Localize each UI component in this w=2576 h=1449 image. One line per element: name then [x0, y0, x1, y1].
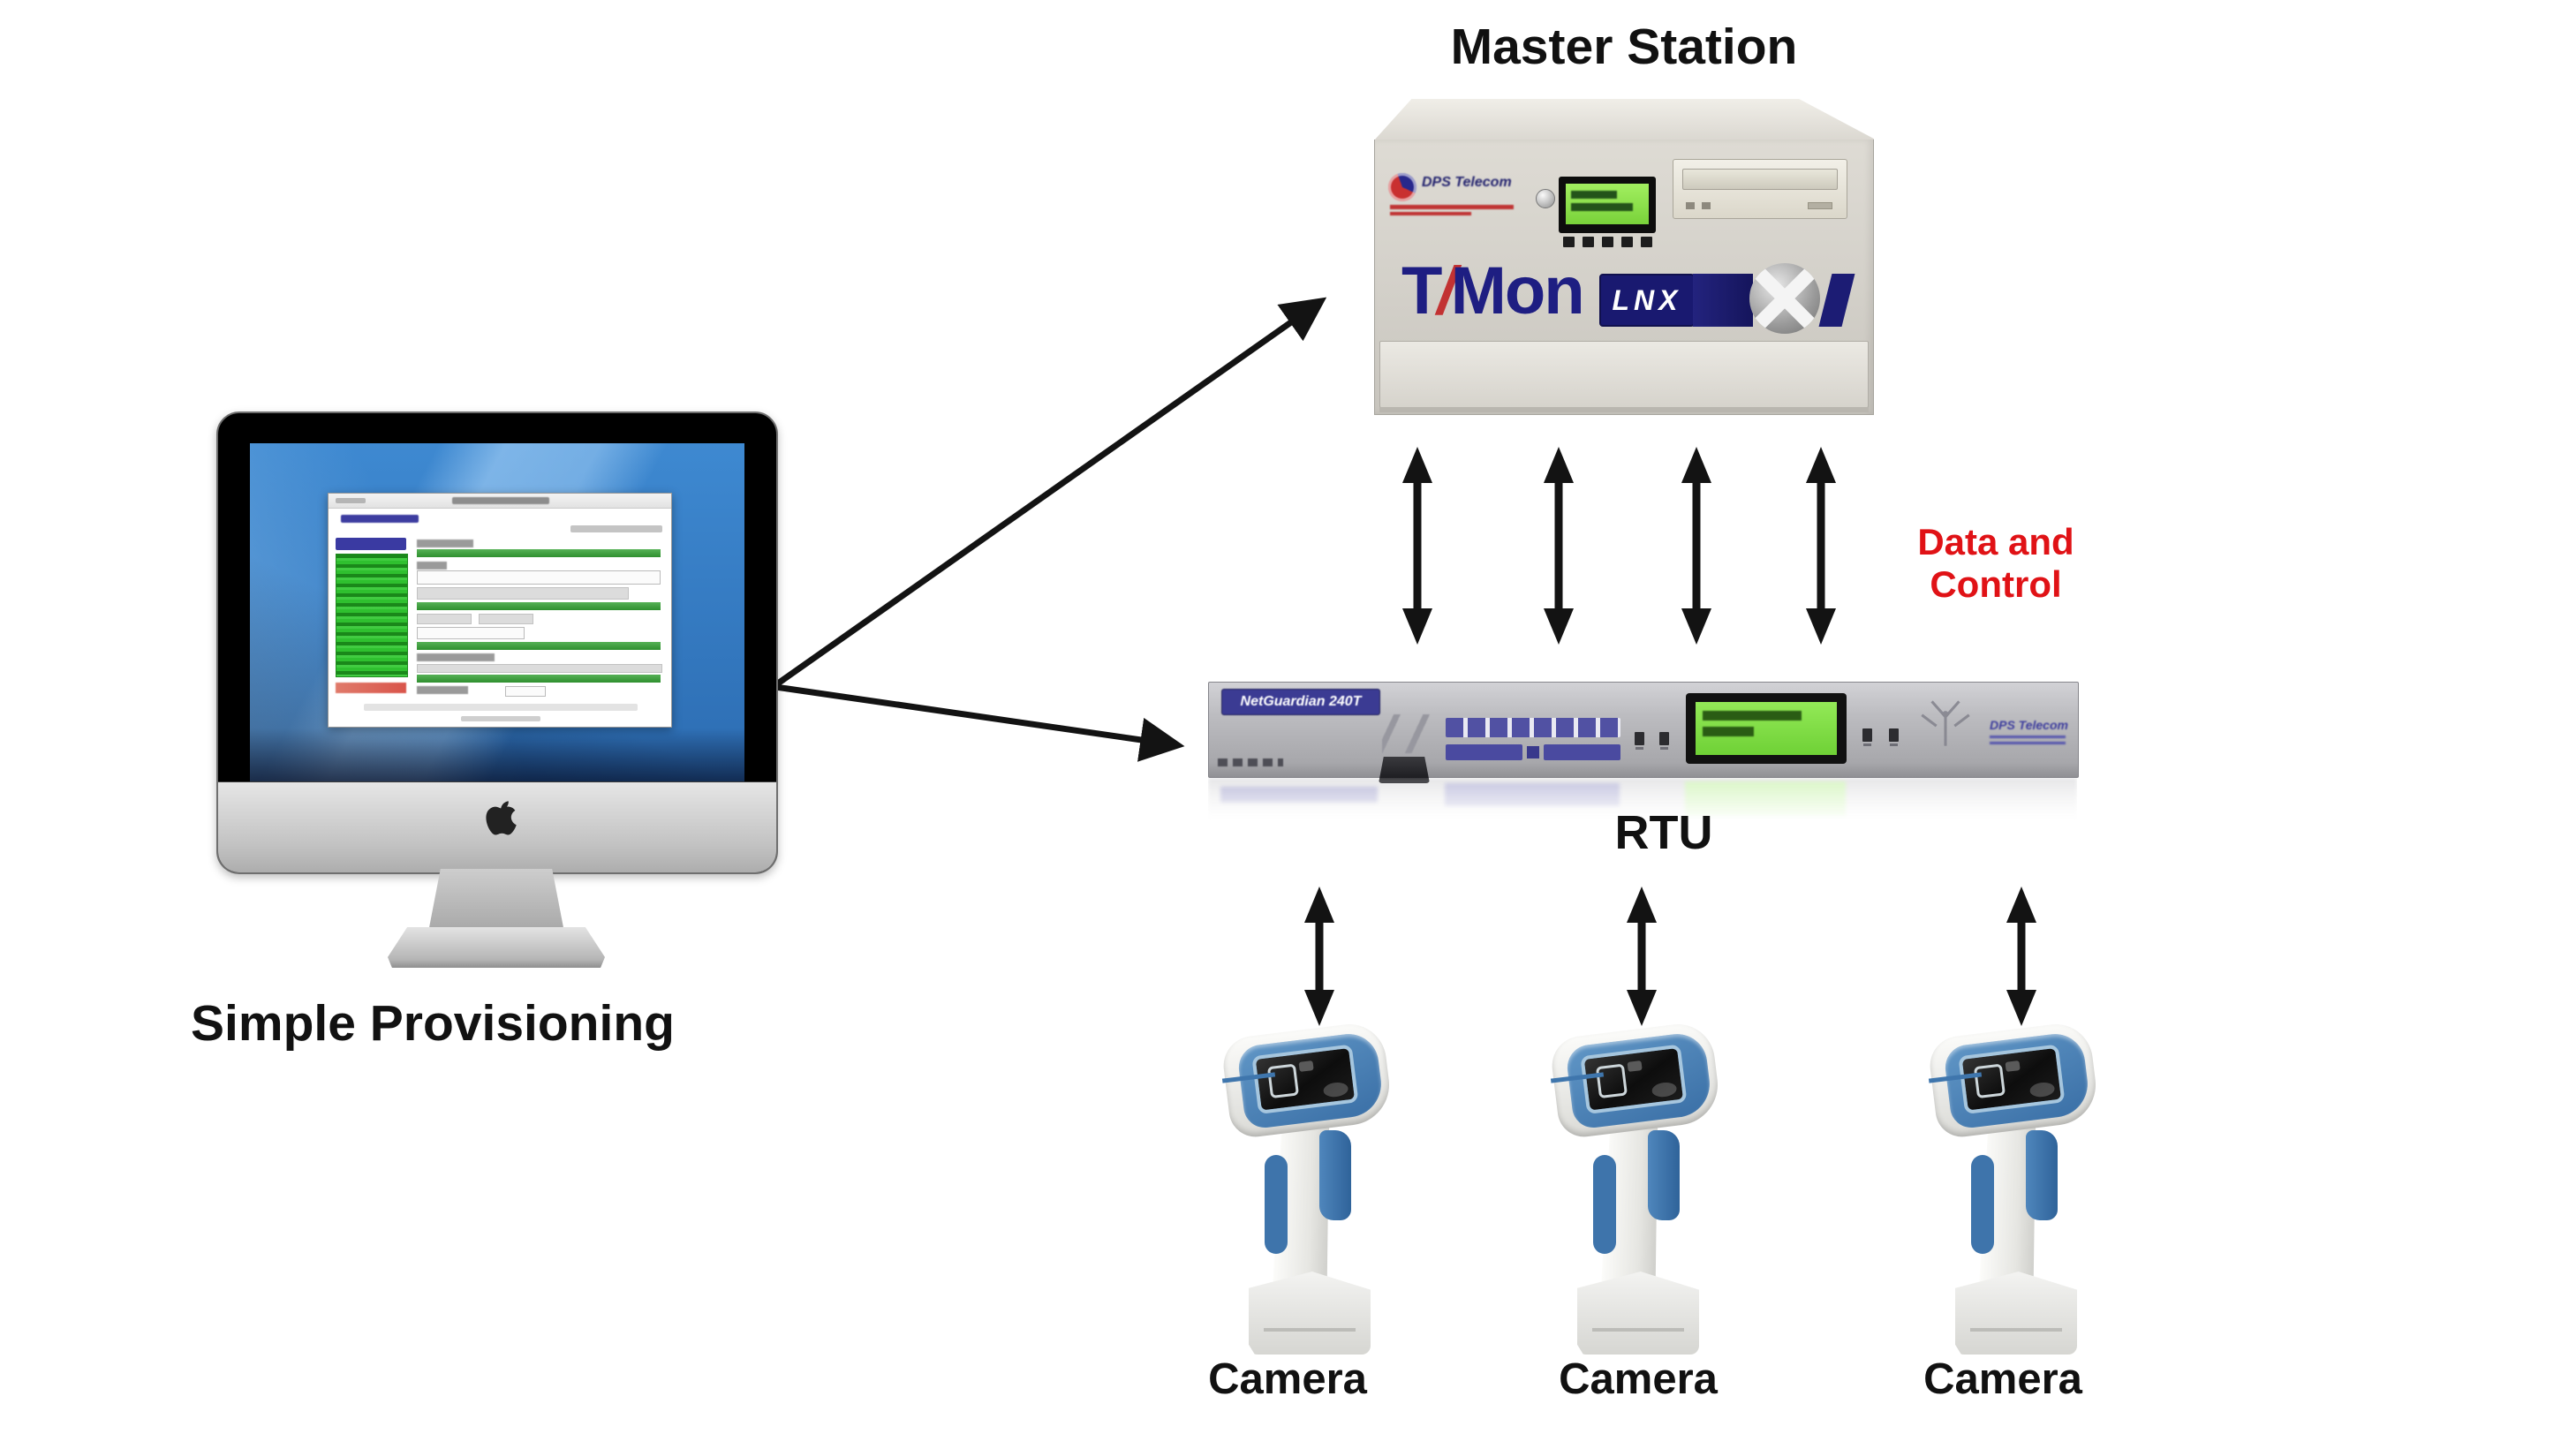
arrow-imac-to-master: [773, 297, 1327, 688]
cd-drive: [1673, 159, 1847, 219]
dps-brand-text: DPS Telecom: [1422, 175, 1512, 190]
logo-tail-bar: [1818, 274, 1855, 327]
camera-label-2: Camera: [1559, 1355, 1718, 1403]
status-led-4: [1889, 728, 1899, 746]
data-and-control-label: Data and Control: [1855, 521, 2137, 607]
rtu-lcd-display: [1686, 693, 1847, 764]
camera-lens-window: [1251, 1044, 1359, 1114]
rtu-label-row: [1218, 758, 1283, 766]
data-and-control-line2: Control: [1930, 563, 2062, 606]
rtu-label: RTU: [1614, 806, 1713, 859]
master-lcd-screen: [1566, 184, 1649, 224]
sidebar-menu: [336, 554, 408, 677]
lnx-badge: LNX: [1599, 274, 1695, 327]
master-station-base-edge: [1379, 407, 1869, 412]
window-app-logo: [341, 515, 419, 523]
master-station-label: Master Station: [1450, 19, 1798, 75]
window-toolbar-bar: [570, 525, 662, 532]
master-station-front-panel: DPS Telecom T/Mon LNX: [1374, 140, 1874, 415]
rtu-brand-text: DPS Telecom: [1990, 718, 2071, 732]
master-station-top-face: [1374, 99, 1874, 140]
status-led-1: [1635, 732, 1644, 750]
cd-drive-button2: [1702, 202, 1711, 209]
dps-logo: DPS Telecom: [1388, 171, 1530, 217]
camera-device-2: [1548, 1020, 1723, 1355]
window-controls: [336, 498, 366, 503]
camera-face: [1564, 1030, 1714, 1130]
window-footer-bar: [364, 704, 638, 711]
imac-desktop: [250, 443, 744, 782]
camera-link-arrow-1: [1300, 887, 1339, 1026]
master-station-device: DPS Telecom T/Mon LNX: [1374, 99, 1874, 415]
camera-lens-window: [1580, 1044, 1688, 1114]
imac-computer: [216, 411, 778, 977]
tmon-slash: /: [1437, 253, 1455, 328]
data-link-arrow-3: [1677, 447, 1716, 645]
camera-device-1: [1220, 1020, 1394, 1355]
vent-slashes: [1382, 714, 1430, 753]
camera-lens-window: [1958, 1044, 2066, 1114]
camera-face: [1235, 1030, 1386, 1130]
data-link-arrow-1: [1398, 447, 1437, 645]
arrow-imac-to-rtu: [774, 683, 1185, 762]
logo-navy-bar: [1693, 274, 1753, 327]
camera-link-arrow-3: [2002, 887, 2041, 1026]
netguardian-badge: NetGuardian 240T: [1221, 689, 1380, 715]
master-lcd-display: [1559, 177, 1656, 233]
sidebar-alert-item: [336, 683, 406, 693]
apple-logo-icon: [486, 801, 517, 835]
antenna-icon: [1921, 700, 1970, 746]
window-footer-text: [461, 716, 540, 721]
provisioning-window: [328, 493, 672, 728]
data-link-arrow-2: [1539, 447, 1578, 645]
dps-globe-icon: [1749, 263, 1820, 334]
power-button: [1536, 189, 1555, 208]
simple-provisioning-label: Simple Provisioning: [191, 995, 675, 1052]
camera-device-3: [1926, 1020, 2101, 1355]
dps-logo-icon: [1388, 173, 1416, 201]
status-led-3: [1862, 728, 1872, 746]
data-and-control-line1: Data and: [1917, 521, 2074, 562]
camera-face: [1942, 1030, 2092, 1130]
lcd-menu-buttons: [1559, 237, 1656, 249]
cd-eject-button: [1808, 202, 1832, 209]
camera-label-3: Camera: [1923, 1355, 2082, 1403]
rtu-reflection: [1208, 778, 2077, 827]
imac-chin: [218, 781, 776, 872]
dps-logo-tagline-bar2: [1390, 212, 1471, 215]
camera-label-1: Camera: [1208, 1355, 1367, 1403]
cd-drive-button: [1686, 202, 1695, 209]
window-titlebar: [329, 494, 671, 509]
status-led-2: [1659, 732, 1669, 750]
tmon-logo: T/Mon: [1401, 253, 1585, 328]
rtu-lcd-screen: [1696, 702, 1837, 755]
camera-link-arrow-2: [1622, 887, 1661, 1026]
imac-screen: [216, 411, 778, 874]
dps-logo-tagline-bar: [1390, 205, 1514, 209]
master-station-blank-panel: [1379, 341, 1869, 408]
serial-port: [1287, 718, 1430, 783]
imac-base: [388, 927, 605, 968]
cd-drive-tray: [1682, 169, 1838, 190]
rtu-device: NetGuardian 240T DPS Telecom: [1208, 682, 2079, 783]
data-link-arrow-4: [1802, 447, 1840, 645]
port-block: [1446, 718, 1620, 760]
window-title-blur: [451, 497, 549, 504]
sidebar-header: [336, 538, 406, 550]
